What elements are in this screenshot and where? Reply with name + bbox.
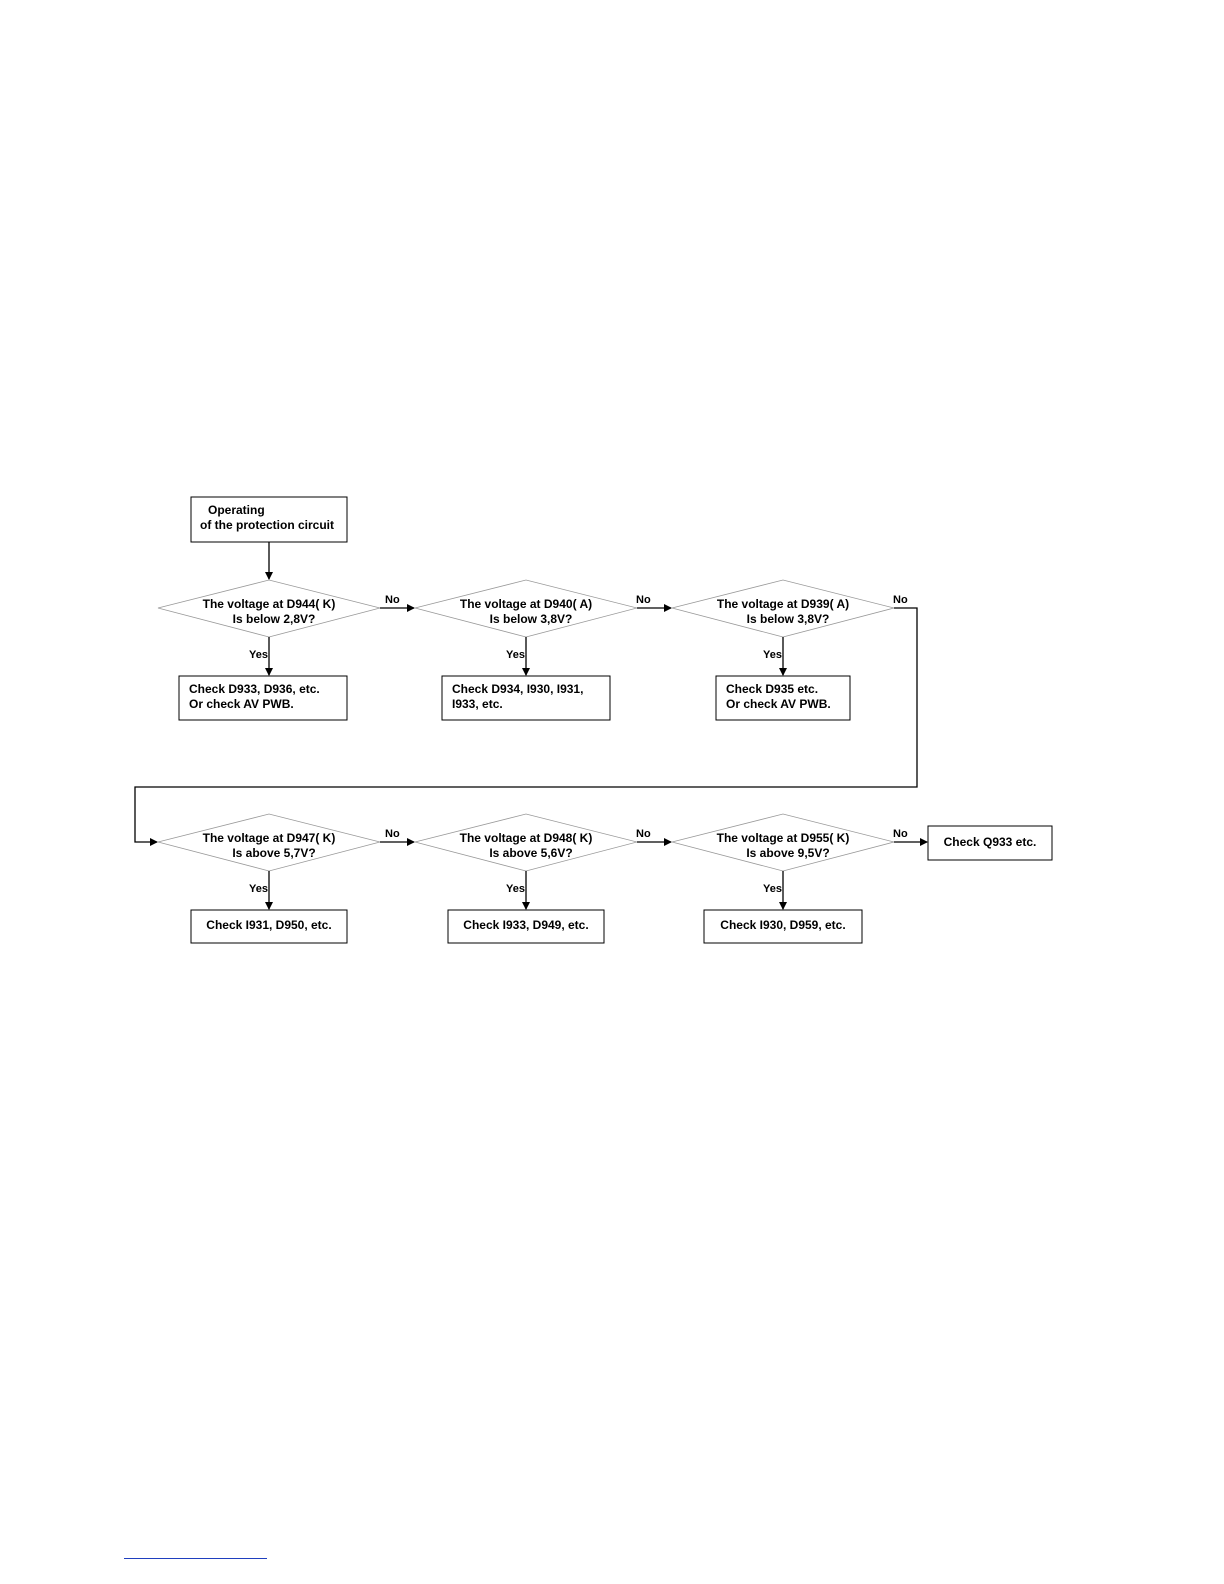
decision-d955-line-1: The voltage at D955( K)	[717, 831, 850, 845]
start-line-2: of the protection circuit	[200, 518, 334, 532]
arrow-no-d939-wrap	[134, 607, 918, 846]
label-yes-d948: Yes	[506, 883, 525, 895]
decision-d947: The voltage at D947( K) Is above 5,7V?	[157, 813, 381, 872]
label-yes-d955: Yes	[763, 883, 782, 895]
decision-d944-line-2: Is below 2,8V?	[233, 612, 316, 626]
decision-d939: The voltage at D939( A) Is below 3,8V?	[671, 579, 895, 638]
label-no-d947: No	[385, 828, 400, 840]
footer-rule	[124, 1558, 267, 1559]
decision-d955-line-2: Is above 9,5V?	[746, 846, 829, 860]
decision-d955: The voltage at D955( K) Is above 9,5V?	[671, 813, 895, 872]
action-check-i930: Check I930, D959, etc.	[703, 909, 863, 944]
action-check-i933-line-1: Check I933, D949, etc.	[463, 918, 588, 932]
action-check-d933: Check D933, D936, etc. Or check AV PWB.	[178, 675, 348, 721]
label-no-d940: No	[636, 594, 651, 606]
label-no-d955: No	[893, 828, 908, 840]
label-yes-d944: Yes	[249, 649, 268, 661]
action-check-i931-line-1: Check I931, D950, etc.	[206, 918, 331, 932]
action-check-i931: Check I931, D950, etc.	[190, 909, 348, 944]
decision-d944: The voltage at D944( K) Is below 2,8V?	[157, 579, 381, 638]
action-check-i933: Check I933, D949, etc.	[447, 909, 605, 944]
label-no-d944: No	[385, 594, 400, 606]
action-check-d934-line-1: Check D934, I930, I931,	[452, 682, 583, 696]
decision-d948: The voltage at D948( K) Is above 5,6V?	[414, 813, 638, 872]
label-no-d939: No	[893, 594, 908, 606]
decision-d948-line-1: The voltage at D948( K)	[460, 831, 593, 845]
decision-d944-line-1: The voltage at D944( K)	[203, 597, 336, 611]
decision-d940-line-2: Is below 3,8V?	[490, 612, 573, 626]
label-yes-d940: Yes	[506, 649, 525, 661]
action-check-i930-line-1: Check I930, D959, etc.	[720, 918, 845, 932]
label-no-d948: No	[636, 828, 651, 840]
label-yes-d947: Yes	[249, 883, 268, 895]
start-line-1: Operating	[208, 503, 265, 517]
action-check-d934-line-2: I933, etc.	[452, 697, 503, 711]
action-check-d935-line-1: Check D935 etc.	[726, 682, 818, 696]
action-check-d933-line-1: Check D933, D936, etc.	[189, 682, 320, 696]
action-check-d935: Check D935 etc. Or check AV PWB.	[715, 675, 851, 721]
decision-d948-line-2: Is above 5,6V?	[489, 846, 572, 860]
start-node: Operating of the protection circuit	[190, 496, 348, 543]
action-check-d935-line-2: Or check AV PWB.	[726, 697, 831, 711]
label-yes-d939: Yes	[763, 649, 782, 661]
decision-d947-line-2: Is above 5,7V?	[232, 846, 315, 860]
decision-d947-line-1: The voltage at D947( K)	[203, 831, 336, 845]
decision-d939-line-1: The voltage at D939( A)	[717, 597, 849, 611]
action-check-d934: Check D934, I930, I931, I933, etc.	[441, 675, 611, 721]
action-check-q933: Check Q933 etc.	[927, 825, 1053, 861]
decision-d940-line-1: The voltage at D940( A)	[460, 597, 592, 611]
action-check-q933-line-1: Check Q933 etc.	[944, 835, 1037, 849]
decision-d939-line-2: Is below 3,8V?	[747, 612, 830, 626]
action-check-d933-line-2: Or check AV PWB.	[189, 697, 294, 711]
decision-d940: The voltage at D940( A) Is below 3,8V?	[414, 579, 638, 638]
